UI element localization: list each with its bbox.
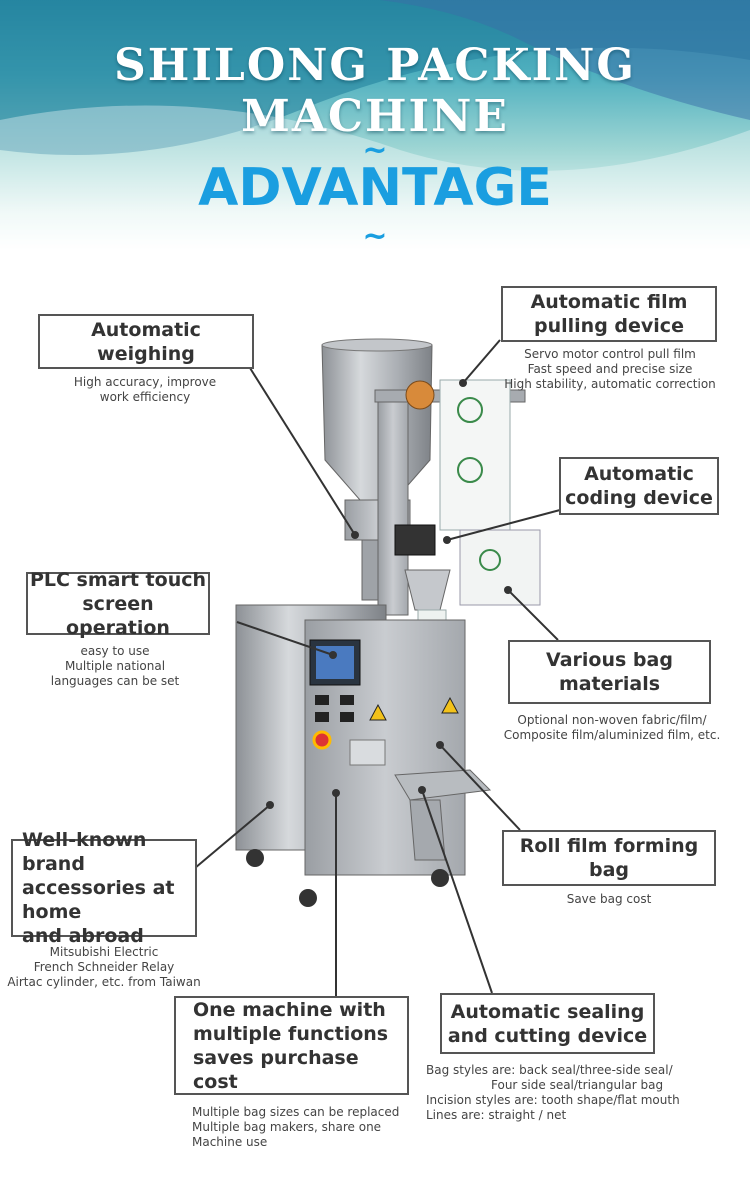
desc-weighing: High accuracy, improve work efficiency bbox=[30, 375, 260, 405]
label-line: Automatic sealing bbox=[450, 1000, 645, 1023]
label-line: coding device bbox=[565, 487, 713, 509]
desc-line: Bag styles are: back seal/three-side sea… bbox=[426, 1063, 673, 1077]
desc-line: Servo motor control pull film bbox=[524, 347, 696, 361]
label-coding: Automatic coding device bbox=[559, 457, 719, 515]
desc-line: Multiple bag sizes can be replaced bbox=[192, 1105, 400, 1119]
desc-multi-function: Multiple bag sizes can be replaced Multi… bbox=[192, 1105, 432, 1150]
desc-roll-film: Save bag cost bbox=[502, 892, 716, 907]
label-line: Automatic film bbox=[530, 291, 688, 313]
desc-line: Fast speed and precise size bbox=[527, 362, 693, 376]
label-weighing: Automatic weighing bbox=[38, 314, 254, 369]
desc-line: Lines are: straight / net bbox=[426, 1108, 567, 1122]
desc-line: easy to use bbox=[80, 644, 150, 658]
desc-line: work efficiency bbox=[99, 390, 191, 404]
desc-line: Mitsubishi Electric bbox=[49, 945, 159, 959]
tilde-bottom-icon: ~ bbox=[362, 219, 388, 251]
label-line: screen operation bbox=[66, 592, 170, 639]
desc-line: Multiple national bbox=[64, 659, 166, 673]
label-line: Roll film forming bag bbox=[519, 835, 699, 881]
label-line: and cutting device bbox=[447, 1024, 648, 1047]
label-plc: PLC smart touch screen operation bbox=[26, 569, 210, 639]
label-roll-film: Roll film forming bag bbox=[502, 830, 716, 886]
desc-line: languages can be set bbox=[50, 674, 180, 688]
tilde-top-icon: ~ bbox=[362, 133, 388, 168]
desc-line: Save bag cost bbox=[566, 892, 652, 906]
label-line: and abroad bbox=[22, 925, 144, 947]
label-line: Various bag bbox=[546, 649, 673, 671]
label-line: saves purchase cost bbox=[193, 1046, 359, 1093]
label-bag-materials: Various bag materials bbox=[508, 640, 711, 704]
desc-bag-materials: Optional non-woven fabric/film/ Composit… bbox=[488, 713, 736, 743]
desc-line: High stability, automatic correction bbox=[504, 377, 716, 391]
label-line: pulling device bbox=[534, 315, 684, 337]
label-line: multiple functions bbox=[193, 1022, 389, 1045]
label-line: Well-known brand bbox=[22, 829, 147, 875]
label-line: One machine with bbox=[193, 998, 386, 1021]
section-title: ADVANTAGE bbox=[198, 158, 552, 218]
label-multi-function: One machine with multiple functions save… bbox=[174, 996, 409, 1095]
desc-line: Airtac cylinder, etc. from Taiwan bbox=[7, 975, 201, 989]
desc-line: Machine use bbox=[192, 1135, 268, 1149]
desc-brand: Mitsubishi Electric French Schneider Rel… bbox=[0, 945, 208, 990]
desc-line: Incision styles are: tooth shape/flat mo… bbox=[426, 1093, 680, 1107]
desc-line: Composite film/aluminized film, etc. bbox=[503, 728, 721, 742]
label-sealing: Automatic sealing and cutting device bbox=[440, 993, 655, 1054]
label-line: Automatic bbox=[584, 463, 694, 485]
desc-plc: easy to use Multiple national languages … bbox=[10, 644, 220, 689]
page-title: SHILONG PACKING MACHINE bbox=[114, 40, 636, 142]
desc-film-pulling: Servo motor control pull film Fast speed… bbox=[485, 347, 735, 392]
label-brand: Well-known brand accessories at home and… bbox=[11, 829, 197, 947]
label-film-pulling: Automatic film pulling device bbox=[501, 286, 717, 342]
desc-line: Four side seal/triangular bag bbox=[491, 1078, 664, 1092]
label-line: accessories at home bbox=[22, 877, 175, 923]
banner-waves bbox=[0, 0, 750, 250]
desc-line: Multiple bag makers, share one bbox=[192, 1120, 382, 1134]
label-line: PLC smart touch bbox=[29, 568, 207, 591]
desc-line: Optional non-woven fabric/film/ bbox=[517, 713, 707, 727]
label-line: materials bbox=[558, 673, 661, 695]
header-banner: SHILONG PACKING MACHINE ~ ADVANTAGE ~ bbox=[0, 0, 750, 250]
desc-sealing: Bag styles are: back seal/three-side sea… bbox=[426, 1063, 746, 1123]
desc-line: High accuracy, improve bbox=[73, 375, 217, 389]
label-line: Automatic weighing bbox=[91, 318, 201, 365]
desc-line: French Schneider Relay bbox=[33, 960, 175, 974]
